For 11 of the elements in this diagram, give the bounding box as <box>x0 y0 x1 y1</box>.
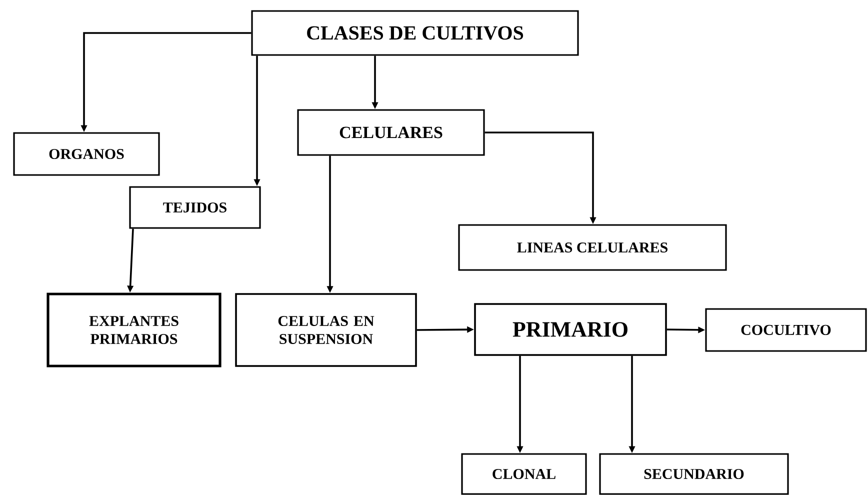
concept-box: EXPLANTES PRIMARIOS <box>46 292 222 368</box>
concept-box: SECUNDARIO <box>599 453 789 495</box>
concept-box: LINEAS CELULARES <box>458 224 727 271</box>
concept-box: CELULARES <box>297 109 485 156</box>
concept-box: CLONAL <box>461 453 587 495</box>
concept-box: ORGANOS <box>13 132 160 176</box>
concept-box: CLASES DE CULTIVOS <box>251 10 579 56</box>
concept-box: CELULAS EN SUSPENSION <box>235 293 417 367</box>
concept-box: TEJIDOS <box>129 186 261 229</box>
concept-box: PRIMARIO <box>474 303 667 356</box>
concept-box: COCULTIVO <box>705 308 867 352</box>
